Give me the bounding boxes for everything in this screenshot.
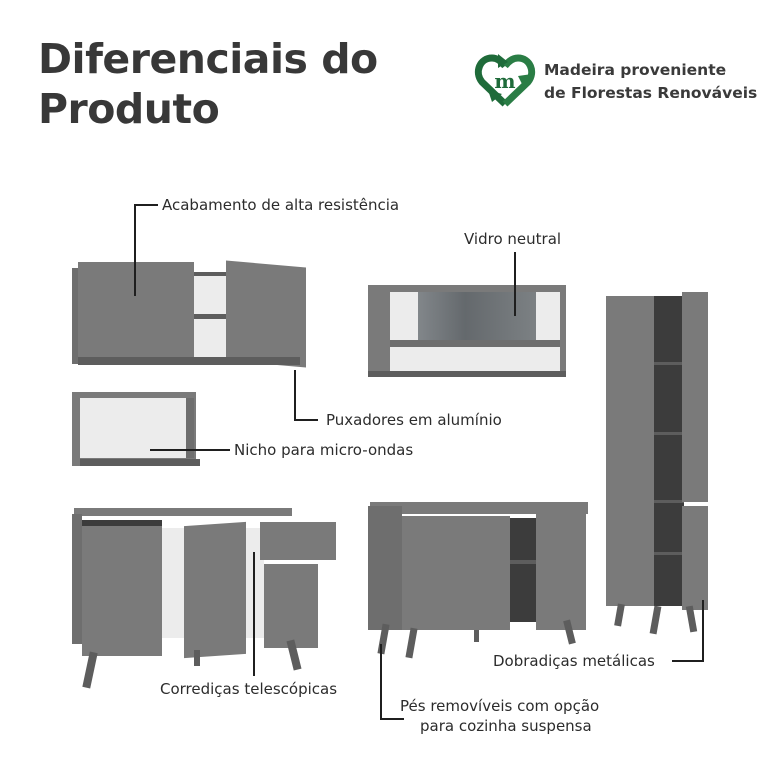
callout-line-pes-h xyxy=(380,718,404,720)
callout-line-dobradicas-h xyxy=(672,660,704,662)
callout-line-pes xyxy=(380,644,382,720)
badge-text: Madeira proveniente de Florestas Renováv… xyxy=(544,59,757,105)
label-pes-line-1: Pés removíveis com opção xyxy=(400,697,600,715)
label-vidro: Vidro neutral xyxy=(464,230,562,248)
label-nicho: Nicho para micro-ondas xyxy=(234,441,414,459)
label-puxadores: Puxadores em alumínio xyxy=(326,411,502,429)
svg-text:m: m xyxy=(494,69,515,93)
callout-line-puxadores xyxy=(294,370,296,420)
title-line-2: Produto xyxy=(38,85,220,133)
title-line-1: Diferenciais do xyxy=(38,35,378,83)
callout-line-vidro xyxy=(514,252,516,316)
page-title: Diferenciais do Produto xyxy=(38,34,378,134)
label-pes-line-2: para cozinha suspensa xyxy=(420,717,592,735)
callout-line-nicho xyxy=(150,449,230,451)
badge-line-1: Madeira proveniente xyxy=(544,61,727,79)
callout-line-acabamento-h xyxy=(134,204,158,206)
callout-line-dobradicas xyxy=(702,600,704,662)
label-acabamento: Acabamento de alta resistência xyxy=(162,196,400,214)
badge-line-2: de Florestas Renováveis xyxy=(544,84,758,102)
callout-line-corredicas xyxy=(253,552,255,676)
label-corredicas: Corrediças telescópicas xyxy=(160,680,338,698)
sustainability-badge-icon: m xyxy=(474,52,536,108)
label-dobradicas: Dobradiças metálicas xyxy=(493,652,655,670)
callout-line-acabamento xyxy=(134,204,136,296)
callout-line-puxadores-h xyxy=(294,419,318,421)
